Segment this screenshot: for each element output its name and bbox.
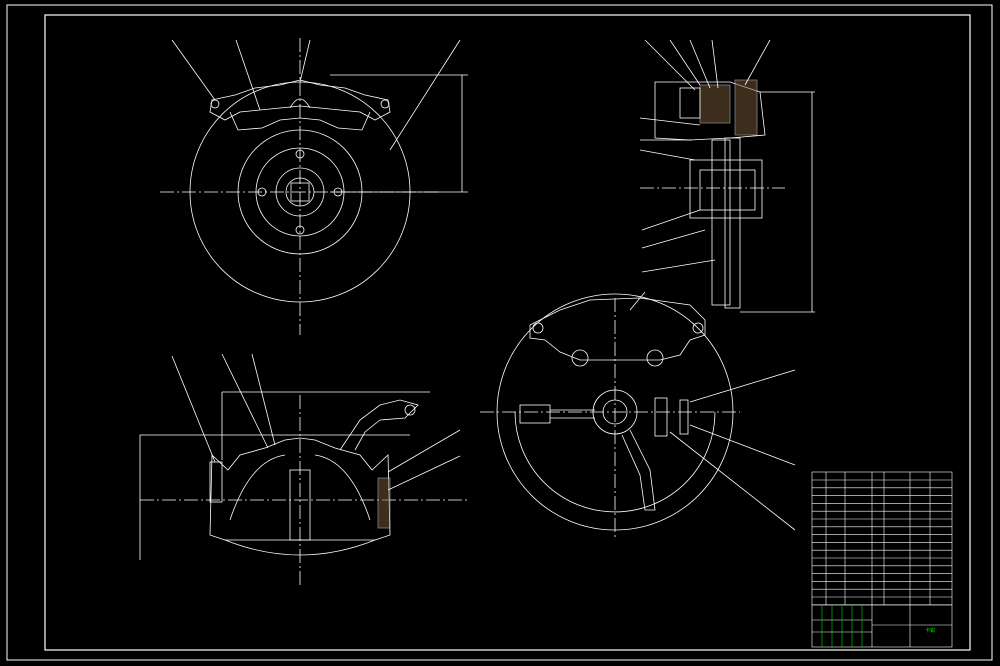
title-block — [811, 471, 953, 648]
rear-view — [480, 291, 796, 540]
front-view — [160, 38, 468, 335]
drawing-border — [44, 14, 971, 651]
bottom-section-view — [139, 353, 470, 585]
outer-frame — [6, 4, 993, 661]
title-block-label: 卡钳 — [925, 627, 935, 634]
side-section-view — [639, 39, 815, 313]
